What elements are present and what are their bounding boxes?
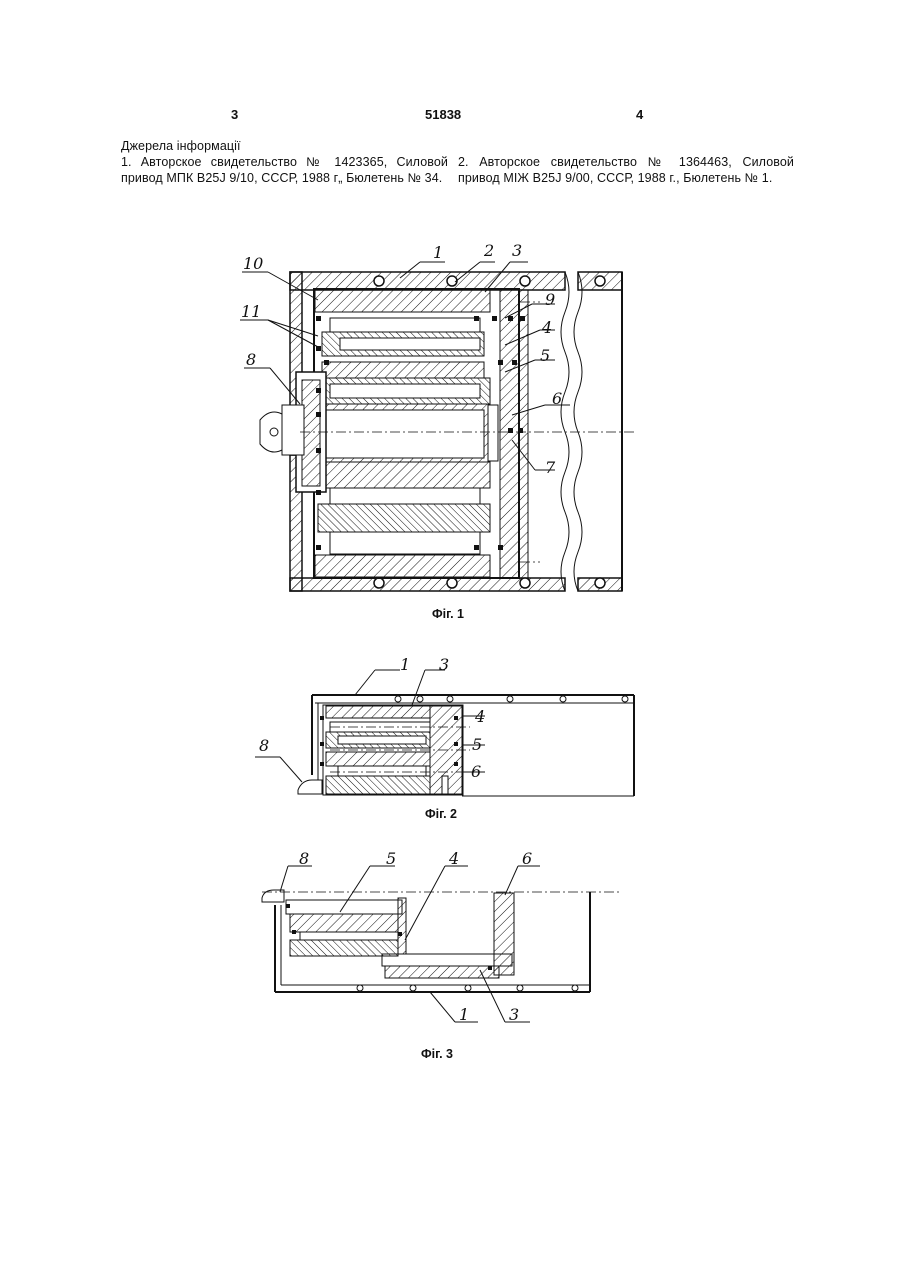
fig1-label-11: 11	[241, 302, 261, 321]
fig1-label-1: 1	[433, 243, 443, 262]
fig1-label-10: 10	[243, 254, 263, 273]
fig3-label-6: 6	[522, 849, 532, 868]
fig3-label-8: 8	[299, 849, 309, 868]
fig2-label-3: 3	[439, 655, 449, 674]
figure-1: 1 2 3 9 4 5 6 7 10 11 8	[240, 241, 635, 591]
figure-2-caption: Фіг. 2	[425, 807, 457, 821]
fig1-label-4: 4	[541, 318, 552, 337]
fig3-label-5: 5	[386, 849, 396, 868]
fig1-label-5: 5	[540, 346, 550, 365]
figure-1-caption: Фіг. 1	[432, 607, 464, 621]
fig1-label-6: 6	[552, 389, 562, 408]
figure-3: 8 5 4 6 1 3	[262, 849, 622, 1024]
fig1-label-3: 3	[512, 241, 522, 260]
fig2-label-1: 1	[400, 655, 410, 674]
fig1-label-9: 9	[545, 290, 555, 309]
fig1-label-7: 7	[545, 458, 556, 477]
fig3-label-3: 3	[509, 1005, 519, 1024]
fig1-label-8: 8	[246, 350, 256, 369]
fig2-label-5: 5	[472, 735, 482, 754]
fig2-label-8: 8	[259, 736, 269, 755]
fig2-label-6: 6	[471, 762, 481, 781]
fig3-label-4: 4	[448, 849, 459, 868]
figure-2: 1 3 4 5 6 8	[255, 655, 634, 796]
fig1-label-2: 2	[483, 241, 494, 260]
fig3-label-1: 1	[459, 1005, 469, 1024]
figure-3-caption: Фіг. 3	[421, 1047, 453, 1061]
fig2-label-4: 4	[474, 707, 485, 726]
